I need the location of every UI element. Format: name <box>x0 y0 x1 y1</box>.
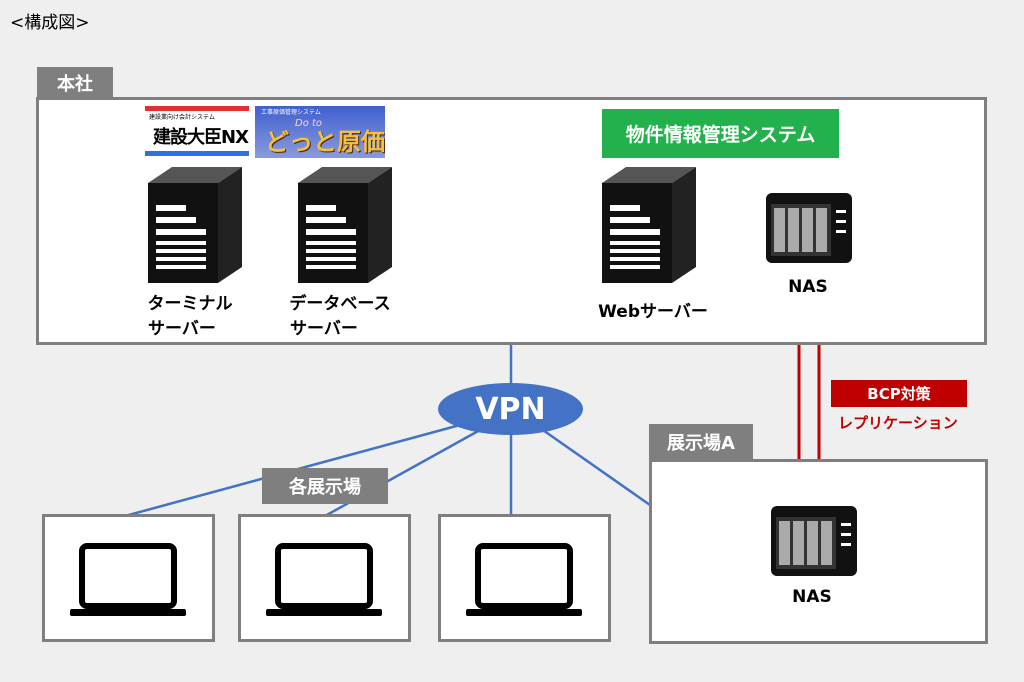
bcp-badge: BCP対策 <box>831 380 967 407</box>
terminal-server-label-line2: サーバー <box>148 319 216 339</box>
web-server-icon <box>602 167 696 283</box>
replication-text: レプリケーション <box>838 414 958 432</box>
diagram-caption: <構成図> <box>10 13 90 33</box>
nas-label-head-office: NAS <box>788 277 828 297</box>
property-system-label: 物件情報管理システム <box>602 109 839 158</box>
terminal-server-label-line1: ターミナル <box>147 294 233 314</box>
laptop-icon-1 <box>70 543 186 616</box>
kensetsu-logo-title: 建設大臣NX <box>153 127 249 148</box>
terminal-server-label: ターミナル サーバー <box>130 292 250 342</box>
database-server-label: データベース サーバー <box>270 292 410 342</box>
kensetsu-logo-subtitle: 建設業向け会計システム <box>149 114 215 121</box>
database-server-label-line1: データベース <box>289 294 391 314</box>
nas-label-showroom-a: NAS <box>792 587 832 607</box>
nas-icon-head-office <box>766 193 852 263</box>
dotto-logo-subtitle: 工事原価管理システム <box>261 109 321 116</box>
showroom-pc-box-2 <box>238 514 411 642</box>
showrooms-tag: 各展示場 <box>262 468 388 504</box>
database-server-label-line2: サーバー <box>290 319 358 339</box>
laptop-icon-3 <box>466 543 582 616</box>
terminal-server-icon <box>148 167 242 283</box>
head-office-tag: 本社 <box>37 67 113 99</box>
line-vpn-showroom-a <box>539 426 651 507</box>
showroom-a-tag: 展示場A <box>649 424 753 460</box>
dotto-logo-doto: Do to <box>295 118 323 129</box>
web-server-label: Webサーバー <box>598 302 708 322</box>
vpn-node: VPN <box>438 383 583 435</box>
dotto-logo-title: どっと原価 <box>265 128 385 156</box>
showroom-pc-box-3 <box>438 514 611 642</box>
kensetsu-daijin-logo: 建設業向け会計システム 建設大臣NX <box>145 106 249 156</box>
database-server-icon <box>298 167 392 283</box>
nas-icon-showroom-a <box>771 506 857 576</box>
laptop-icon-2 <box>266 543 382 616</box>
dotto-genka-logo: 工事原価管理システム Do to どっと原価 <box>255 106 385 158</box>
showroom-pc-box-1 <box>42 514 215 642</box>
